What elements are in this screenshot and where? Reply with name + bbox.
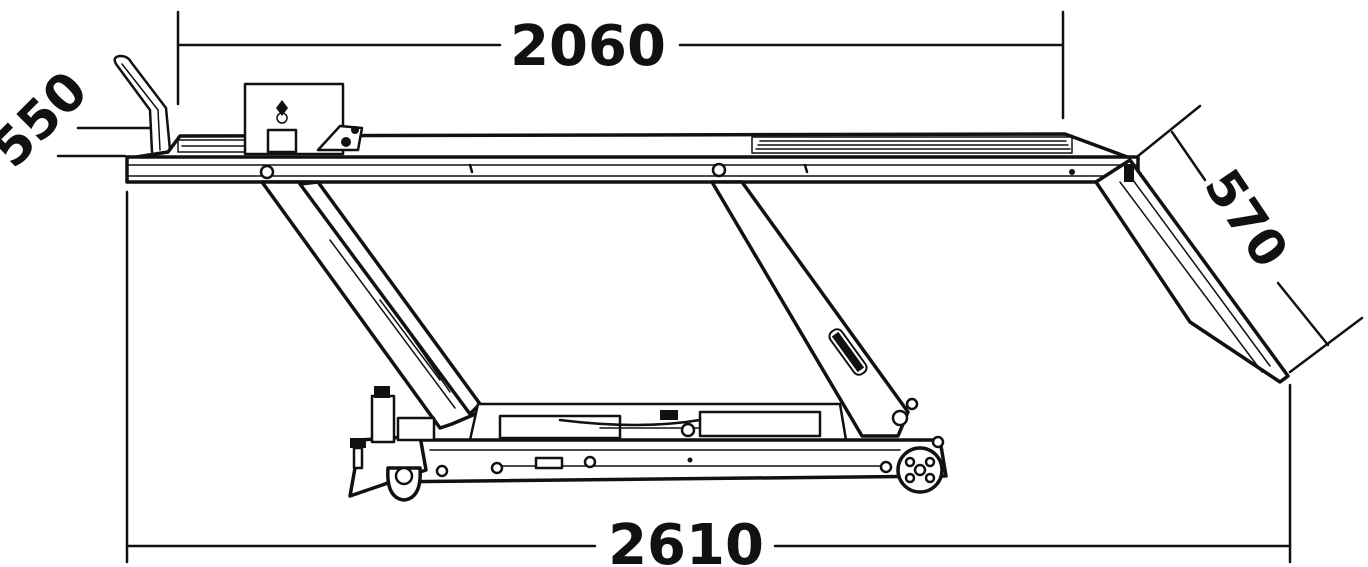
platform-deck	[125, 132, 1140, 184]
hydraulic-cylinder	[468, 402, 848, 442]
dimension-overall-length: 2610	[125, 190, 1292, 567]
rear-wheel	[896, 446, 944, 494]
front-handle	[113, 54, 172, 154]
brand-badge	[828, 328, 868, 376]
dimension-label-platform-height: 550	[0, 60, 100, 179]
castor-wheel	[386, 466, 422, 502]
pump-assembly	[348, 386, 436, 498]
scissor-arm-rear	[710, 180, 919, 438]
dimension-label-top-length: 2060	[510, 14, 666, 79]
dimension-top-length: 2060	[176, 10, 1065, 120]
wheel-clamp	[243, 82, 364, 156]
rear-ramp	[1094, 158, 1290, 384]
base-frame	[376, 435, 948, 484]
dimension-label-ramp-length: 570	[1193, 159, 1299, 278]
scissor-arm-front	[260, 180, 482, 430]
dimension-label-overall-length: 2610	[608, 513, 764, 567]
